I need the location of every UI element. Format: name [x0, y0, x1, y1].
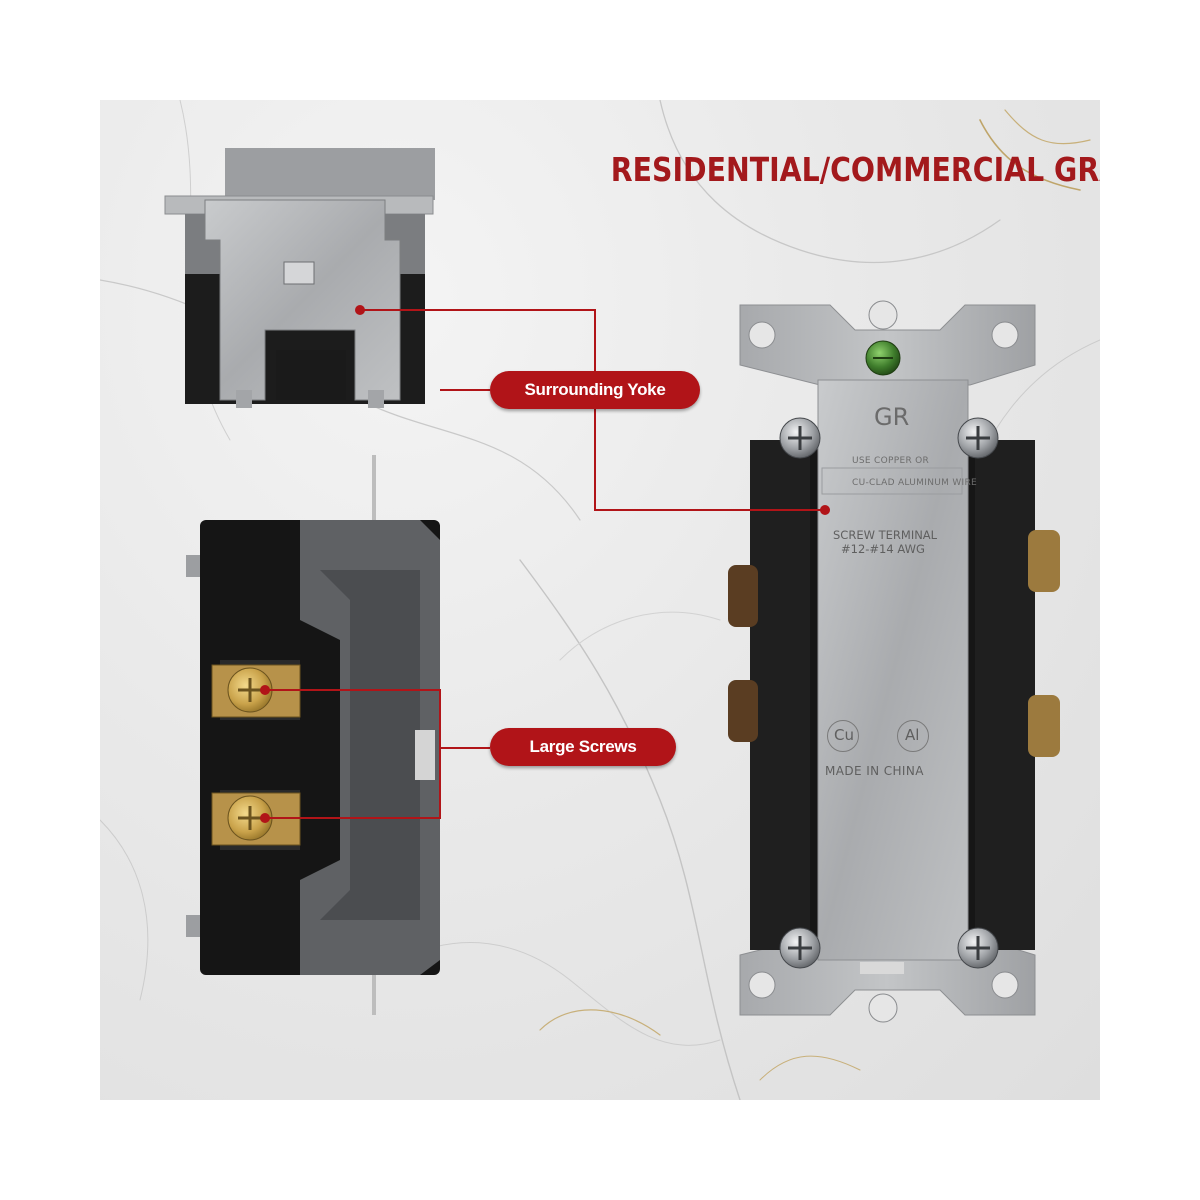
wire-note-line1: USE COPPER OR — [852, 456, 930, 466]
terminal-note-line2: #12-#14 AWG — [841, 542, 925, 556]
marble-background — [100, 100, 1100, 1100]
cu-mark: Cu — [834, 726, 854, 744]
headline: RESIDENTIAL/COMMERCIAL GRADE — [610, 150, 1100, 189]
wire-note-line2: CU-CLAD ALUMINUM WIRE — [852, 478, 978, 488]
surrounding-yoke-label: Surrounding Yoke — [490, 371, 700, 409]
origin-mark: MADE IN CHINA — [825, 764, 924, 778]
marble-veins — [100, 100, 1100, 1100]
al-mark: Al — [905, 726, 920, 744]
al-ring-icon — [897, 720, 929, 752]
terminal-note-line1: SCREW TERMINAL — [833, 528, 938, 542]
cu-ring-icon — [827, 720, 859, 752]
product-image-panel: RESIDENTIAL/COMMERCIAL GRADE Surrounding… — [100, 100, 1100, 1100]
large-screws-label: Large Screws — [490, 728, 676, 766]
callout-lines — [265, 309, 825, 819]
switch-terminal-view — [186, 455, 440, 1015]
ground-mark: GR — [874, 403, 910, 431]
switch-side-view — [164, 148, 435, 408]
switch-back-view — [728, 300, 1060, 1023]
